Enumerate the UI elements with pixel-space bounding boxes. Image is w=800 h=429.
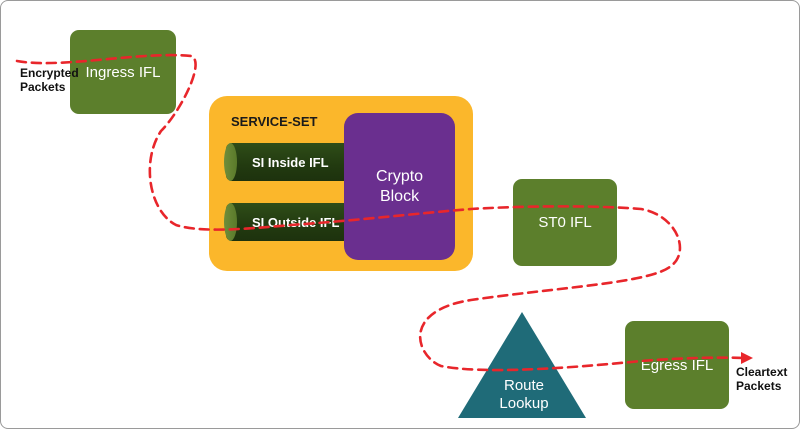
- packet-path-line: [15, 53, 745, 372]
- ingress-ifl-box: Ingress IFL: [70, 30, 176, 114]
- st0-ifl-box: ST0 IFL: [513, 179, 617, 266]
- cleartext-packets-label: Cleartext Packets: [736, 365, 788, 393]
- route-lookup-triangle: [458, 312, 586, 418]
- encrypted-packets-label: Encrypted Packets: [20, 66, 79, 94]
- si-inside-ifl-cylinder: SI Inside IFL: [224, 143, 346, 181]
- si-inside-ifl-label: SI Inside IFL: [252, 154, 329, 170]
- st0-ifl-label: ST0 IFL: [538, 214, 592, 231]
- service-set-label: SERVICE-SET: [231, 114, 318, 129]
- path-arrowhead: [741, 352, 753, 364]
- crypto-block-box: Crypto Block: [344, 113, 455, 260]
- crypto-block-label: Crypto Block: [375, 167, 424, 205]
- ingress-ifl-label: Ingress IFL: [85, 63, 161, 81]
- route-lookup-label: Route Lookup: [499, 377, 549, 412]
